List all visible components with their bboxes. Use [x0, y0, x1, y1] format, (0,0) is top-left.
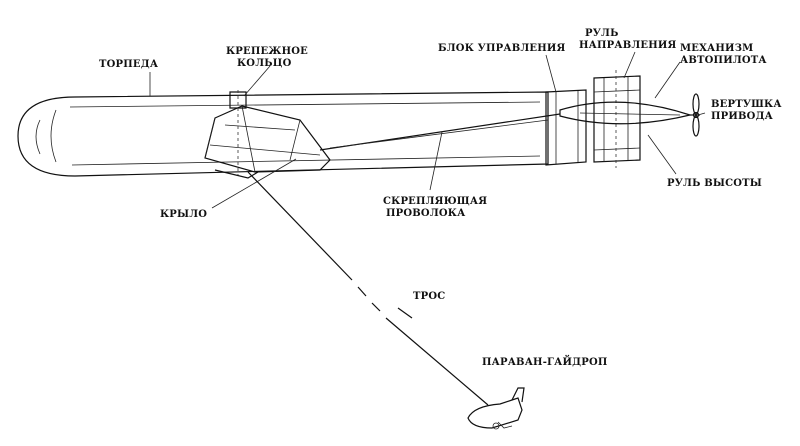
torpedo-body — [17, 91, 549, 177]
control-block — [545, 89, 587, 166]
wing-assembly — [204, 90, 331, 179]
binding-wire — [319, 113, 561, 151]
label-rudder-line2: НАПРАВЛЕНИЯ — [579, 40, 677, 51]
label-binding-wire-line1: СКРЕПЛЯЮЩАЯ — [383, 196, 488, 207]
label-mounting-ring-line1: КРЕПЕЖНОЕ — [226, 46, 309, 57]
label-paravane: ПАРАВАН-ГАЙДРОП — [482, 357, 608, 368]
label-autopilot-line2: АВТОПИЛОТА — [680, 55, 767, 66]
label-mounting-ring-line2: КОЛЬЦО — [237, 58, 292, 69]
label-vane-line2: ПРИВОДА — [711, 111, 774, 122]
tow-cable — [247, 171, 489, 406]
label-autopilot-line1: МЕХАНИЗМ — [680, 43, 754, 54]
label-control-block: БЛОК УПРАВЛЕНИЯ — [438, 43, 566, 54]
label-cable: ТРОС — [413, 291, 446, 302]
label-wing: КРЫЛО — [160, 209, 208, 220]
label-binding-wire-line2: ПРОВОЛОКА — [386, 208, 466, 219]
label-rudder-line1: РУЛЬ — [585, 28, 619, 39]
label-elevator: РУЛЬ ВЫСОТЫ — [667, 178, 763, 189]
leader-lines — [149, 51, 706, 209]
label-torpedo: ТОРПЕДА — [99, 59, 159, 70]
autopilot-cone — [559, 101, 693, 125]
rudder-housing — [593, 70, 641, 168]
label-vane-line1: ВЕРТУШКА — [711, 99, 782, 110]
paravane-body — [467, 387, 525, 430]
